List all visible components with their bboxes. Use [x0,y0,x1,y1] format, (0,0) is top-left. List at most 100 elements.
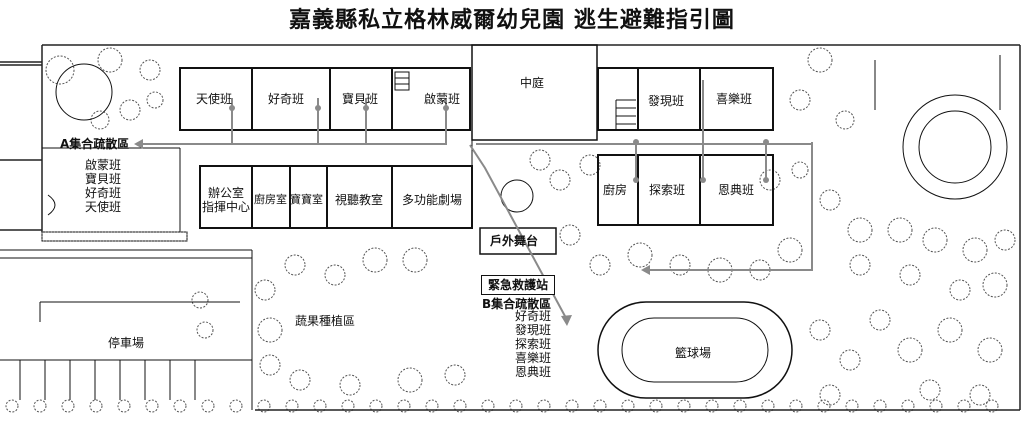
stairs-left [394,71,410,91]
shrub-icon [313,399,327,413]
shrub-icon [621,399,635,413]
shrub-icon [481,399,495,413]
tree-icon [324,264,346,286]
shrub-icon [789,399,803,413]
assembly-b-class: 喜樂班 [514,351,551,365]
tree-icon [819,384,841,406]
tree-icon [759,169,781,191]
tree-icon [809,319,831,341]
shrub-icon [33,399,47,413]
shrub-icon [901,399,915,413]
tree-icon [849,254,871,276]
room-explore: 探索班 [649,183,686,197]
shrub-icon [873,399,887,413]
courtyard-outline [471,44,598,141]
tree-icon [529,149,551,171]
tree-icon [922,227,948,253]
assembly-a-class: 好奇班 [84,186,121,200]
assembly-a-class: 寶貝班 [84,172,121,186]
tree-icon [119,99,141,121]
tree-icon [627,242,653,268]
tree-icon [669,254,691,276]
shrub-icon [5,399,19,413]
tree-icon [937,317,963,343]
tree-icon [362,247,388,273]
tree-icon [397,367,423,393]
assembly-b-class: 好奇班 [514,309,551,323]
tree-icon [969,384,991,406]
tree-icon [897,337,923,363]
route-nodes [229,105,769,183]
tree-icon [819,189,841,211]
shrub-icon [705,399,719,413]
garden-label: 蔬果種植區 [295,314,356,328]
shrub-icon [397,399,411,413]
room-discover: 發現班 [648,94,685,108]
room-av: 視聽教室 [335,193,384,207]
room-curious: 好奇班 [268,92,305,106]
assembly-b-label: B集合疏散區 [482,297,552,311]
assembly-a-class-list: 啟蒙班 寶貝班 好奇班 天使班 [72,158,134,214]
tree-icon [259,354,281,376]
court-label: 籃球場 [675,346,712,360]
tree-icon [402,247,428,273]
shrub-icon [341,399,355,413]
page-title: 嘉義縣私立格林威爾幼兒園 逃生避難指引圖 [289,8,735,33]
tree-icon [791,161,809,179]
room-joy: 喜樂班 [716,92,753,106]
assembly-b-class: 恩典班 [514,365,551,379]
assembly-b-class: 探索班 [514,337,551,351]
shrub-icon [145,399,159,413]
shrub-icon [957,399,971,413]
shrub-icon [845,399,859,413]
tree-icon [90,110,110,130]
outdoor-stage-label: 戶外舞台 [490,234,539,248]
tree-icon [191,291,209,309]
assembly-a-label: A集合疏散區 [60,137,130,151]
room-grace: 恩典班 [718,183,755,197]
shrub-icon [453,399,467,413]
tree-icon [549,169,571,191]
tree-icon [777,237,803,263]
tree-icon [899,264,921,286]
assembly-a-class: 天使班 [84,200,121,214]
tree-icon [839,349,861,371]
tree-icon [579,154,601,176]
shrub-icon [425,399,439,413]
assembly-b-class: 發現班 [514,323,551,337]
tree-icon [869,309,891,331]
tree-icon [97,47,123,73]
tree-icon [887,217,913,243]
shrub-icon [593,399,607,413]
route-arrowheads [134,139,650,326]
stairs-right [615,99,636,130]
room-treasure: 寶寶室 [290,193,323,206]
tree-icon [559,224,581,246]
tree-icon [847,217,873,243]
tree-icon [257,317,283,343]
tree-icon [949,279,971,301]
shrub-icon [509,399,523,413]
shrub-icon [929,399,943,413]
tree-icon [289,369,311,391]
assembly-b-class-list: 好奇班 發現班 探索班 喜樂班 恩典班 [492,309,574,379]
room-enlighten: 啟蒙班 [424,92,461,106]
shrub-icon [229,399,243,413]
basketball-court [597,301,793,399]
room-office: 辦公室 指揮中心 [202,186,251,214]
tree-icon [835,110,855,130]
building-left [179,67,473,229]
shrub-icon [537,399,551,413]
assembly-a-area [42,147,181,232]
room-courtyard: 中庭 [520,76,545,90]
tree-icon [589,254,611,276]
tree-icon [139,59,161,81]
tree-icon [196,321,214,339]
first-aid-station-label: 緊急救護站 [481,275,556,295]
room-kitchen-small: 廚房室 [254,193,287,206]
trees [5,47,1016,413]
shrub-icon [89,399,103,413]
hatched-wall [41,231,188,242]
tree-icon [339,374,361,396]
